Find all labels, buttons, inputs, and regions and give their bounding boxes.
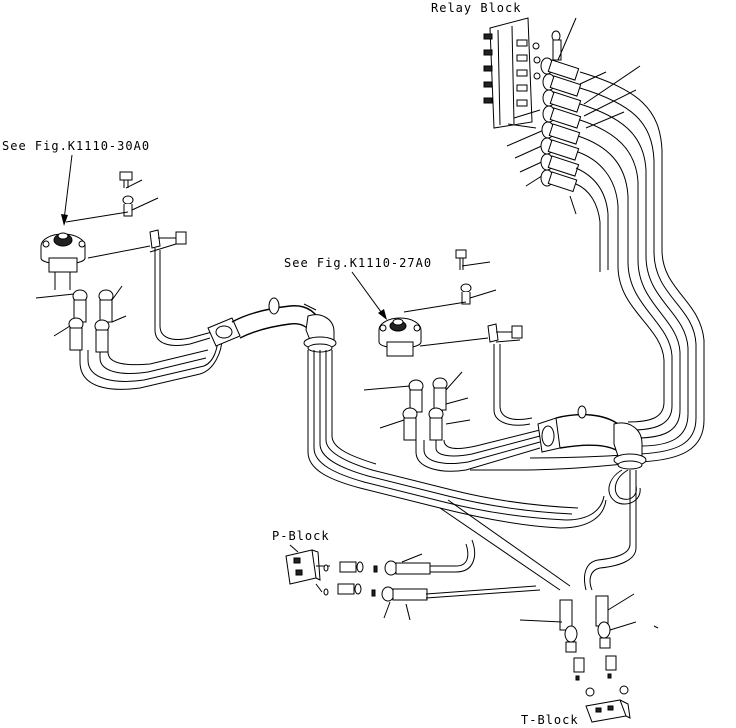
- see-fig-right-arrow: [351, 271, 387, 320]
- see-fig-left-label: See Fig.K1110-30A0: [2, 139, 150, 153]
- right-valve-fittings: [363, 371, 471, 441]
- see-fig-right-label: See Fig.K1110-27A0: [284, 256, 432, 270]
- right-sleeve: [555, 405, 619, 451]
- right-ppc-valve: [378, 317, 422, 357]
- left-clamp: [207, 317, 241, 347]
- relay-block: [483, 17, 549, 187]
- left-ppc-valve: [40, 232, 86, 290]
- right-bolts: [403, 249, 523, 347]
- t-block-label: T-Block: [521, 713, 579, 727]
- relay-hose-bundle: [470, 71, 705, 471]
- p-block: [285, 549, 330, 596]
- left-valve-fittings: [35, 285, 127, 353]
- relay-block-ports: [483, 33, 541, 107]
- left-hose-bundle: [79, 248, 223, 390]
- right-loop-hoses: [584, 469, 641, 591]
- p-block-leader: [289, 544, 299, 553]
- right-hose-bundle: [415, 344, 541, 472]
- relay-hose-fittings: [540, 30, 582, 193]
- t-block-assembly: [519, 593, 659, 723]
- left-bolts: [65, 171, 187, 259]
- left-elbow: [303, 314, 337, 353]
- center-long-hoses: [307, 350, 607, 591]
- relay-block-label: Relay Block: [431, 1, 521, 15]
- see-fig-left-arrow: [61, 154, 73, 226]
- right-clamp: [537, 417, 561, 453]
- relay-leader-lines: [557, 17, 641, 215]
- p-block-label: P-Block: [272, 529, 330, 543]
- p-block-fittings: [337, 539, 541, 621]
- right-elbow: [613, 422, 647, 470]
